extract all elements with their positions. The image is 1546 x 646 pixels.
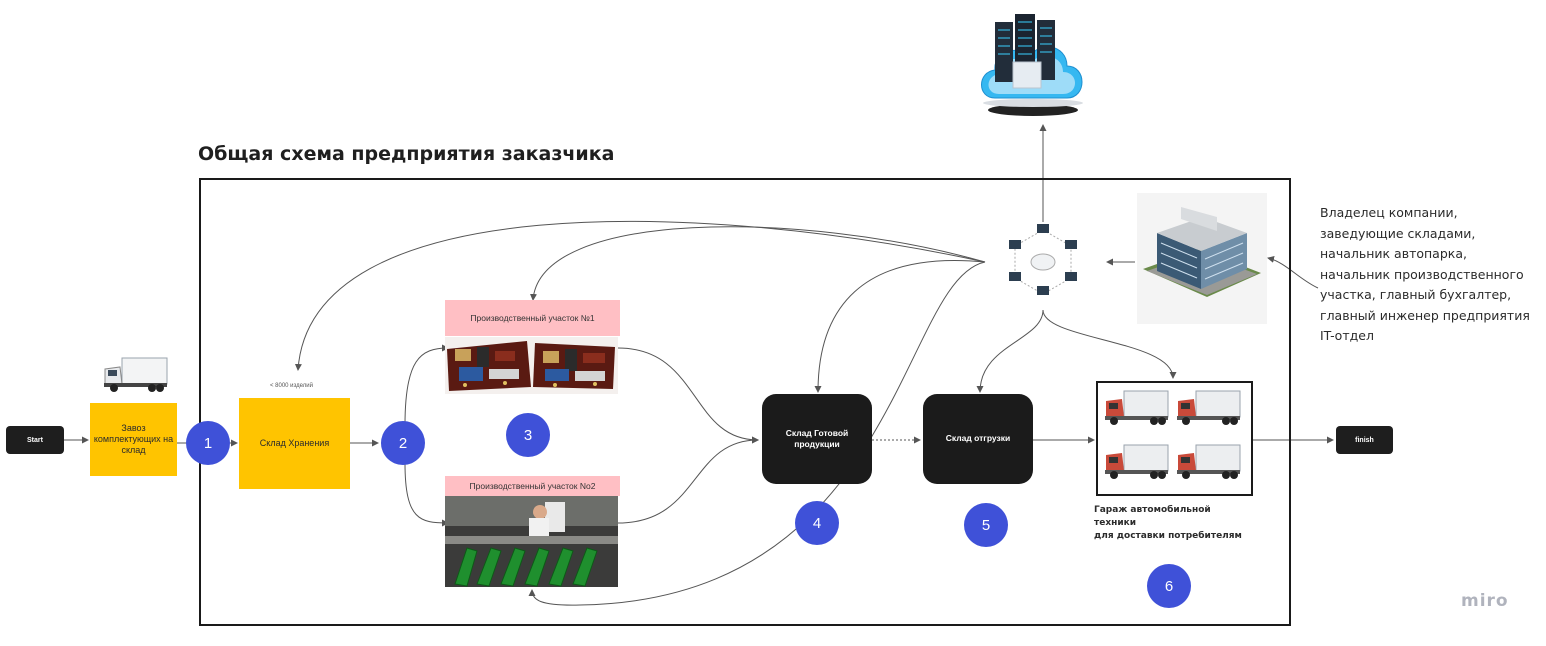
production-area-2-label[interactable]: Производственный участок No2 xyxy=(445,476,620,496)
step-1-marker: 1 xyxy=(186,421,230,465)
shipping-warehouse-box[interactable]: Склад отгрузки xyxy=(923,394,1033,484)
storage-capacity-note: < 8000 изделий xyxy=(270,383,313,389)
cloud-server-icon xyxy=(975,10,1090,120)
role-line-2: заведующие складами, xyxy=(1320,225,1476,241)
step-4-marker: 4 xyxy=(795,501,839,545)
miro-watermark: miro xyxy=(1461,591,1509,611)
role-line-1: Владелец компании, xyxy=(1320,205,1458,220)
parts-delivery-box[interactable]: Завоз комплектующих на склад xyxy=(90,403,177,476)
step-5-marker: 5 xyxy=(964,503,1008,547)
role-line-7: IT-отдел xyxy=(1320,328,1374,343)
step-2-marker: 2 xyxy=(381,421,425,465)
start-node[interactable]: Start xyxy=(6,426,64,454)
role-line-6: главный инженер предприятия xyxy=(1320,307,1530,323)
production-area-1-label[interactable]: Производственный участок №1 xyxy=(445,300,620,336)
office-building-icon xyxy=(1137,193,1267,324)
garage-label: Гараж автомобильной техники для доставки… xyxy=(1094,504,1274,543)
role-line-4: начальник производственного xyxy=(1320,266,1524,282)
garage-label-line-3: для доставки потребителям xyxy=(1094,531,1242,542)
roles-list: Владелец компании, заведующие складами, … xyxy=(1320,203,1546,347)
garage-trucks-panel xyxy=(1096,381,1253,496)
garage-label-line-2: техники xyxy=(1094,518,1137,529)
finished-goods-warehouse-box[interactable]: Склад Готовой продукции xyxy=(762,394,872,484)
role-line-3: начальник автопарка, xyxy=(1320,246,1467,261)
truck-icon xyxy=(100,355,170,395)
finish-node[interactable]: finish xyxy=(1336,426,1393,454)
page-title: Общая схема предприятия заказчика xyxy=(198,143,615,165)
step-3-marker: 3 xyxy=(506,413,550,457)
assembly-line-photo xyxy=(445,496,618,587)
circuit-board-photo xyxy=(445,337,618,394)
garage-label-line-1: Гараж автомобильной xyxy=(1094,505,1211,515)
storage-warehouse-box[interactable]: Склад Хранения xyxy=(239,398,350,489)
network-hub-icon xyxy=(1003,222,1087,306)
role-line-5: участка, главный бухгалтер, xyxy=(1320,287,1512,302)
enterprise-frame xyxy=(199,178,1291,626)
step-6-marker: 6 xyxy=(1147,564,1191,608)
